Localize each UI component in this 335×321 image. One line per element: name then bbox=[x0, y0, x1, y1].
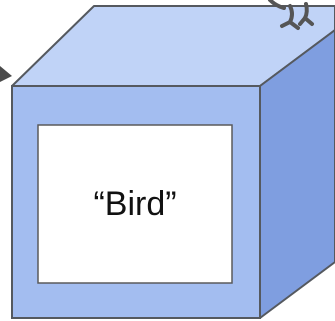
label-text: “Bird” bbox=[93, 185, 176, 223]
arrow-icon bbox=[0, 66, 12, 82]
